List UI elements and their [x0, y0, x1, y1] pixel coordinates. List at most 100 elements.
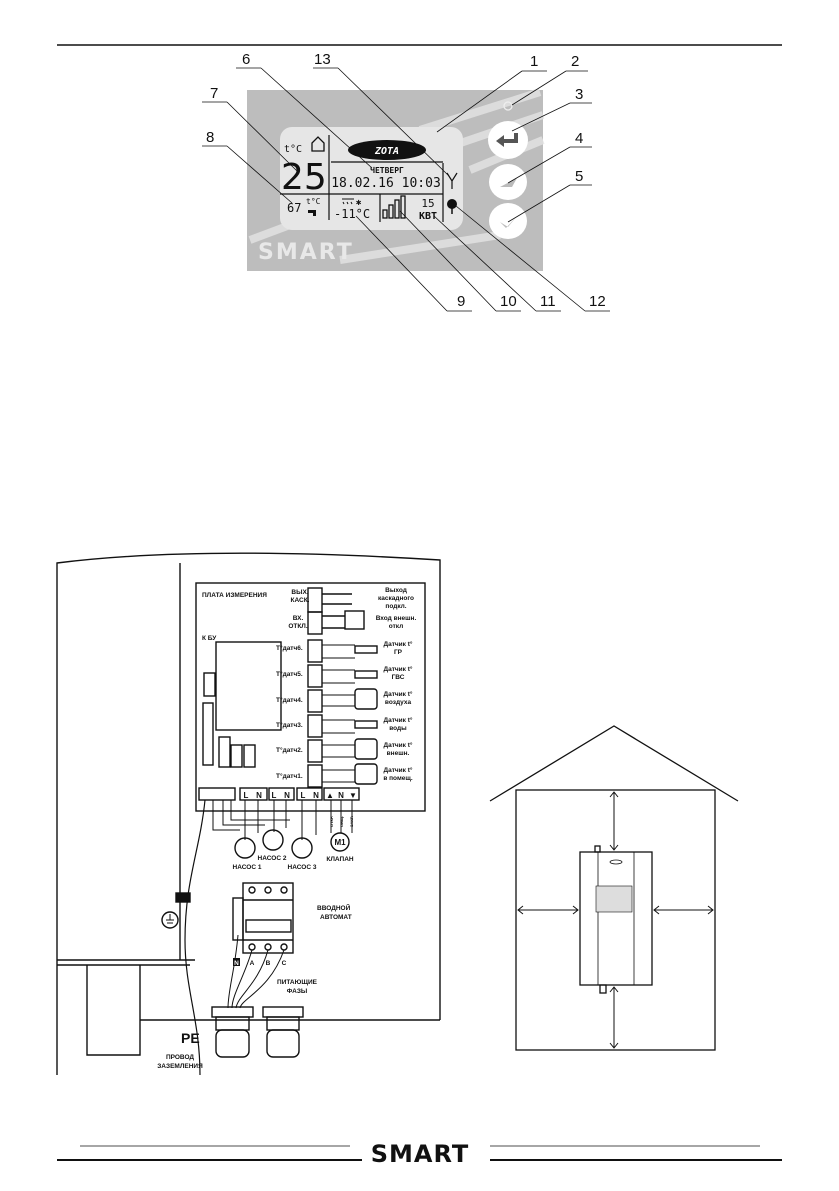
svg-text:C: C [282, 960, 287, 967]
ground-wire-label: ПРОВОД [166, 1054, 194, 1061]
svg-text:Датчик t°: Датчик t° [383, 665, 412, 673]
svg-text:T°датч6.: T°датч6. [276, 644, 303, 652]
callout-10: 10 [500, 293, 517, 310]
power-unit: КВТ [419, 211, 437, 222]
callout-3: 3 [575, 86, 583, 103]
svg-text:ОБЩ.: ОБЩ. [339, 816, 344, 827]
pump-3-label: НАСОС 3 [288, 864, 317, 871]
svg-text:КАСК.: КАСК. [291, 597, 310, 604]
svg-text:Датчик t°: Датчик t° [383, 690, 412, 698]
svg-text:T°датч5.: T°датч5. [276, 670, 303, 678]
power-bars-icon [382, 195, 406, 219]
footer-brand-logo: SMART [371, 1140, 470, 1168]
svg-text:ЗАЗЕМЛЕНИЯ: ЗАЗЕМЛЕНИЯ [157, 1063, 203, 1070]
radiator-icon [342, 198, 354, 205]
callout-1: 1 [530, 53, 538, 70]
svg-text:▲: ▲ [326, 791, 334, 800]
svg-text:Датчик t°: Датчик t° [383, 640, 412, 648]
svg-text:A: A [250, 960, 255, 967]
callout-2: 2 [571, 53, 579, 70]
svg-text:T°датч3.: T°датч3. [276, 721, 303, 729]
motor-label: M1 [334, 838, 346, 847]
svg-text:ОТКР.: ОТКР. [329, 816, 334, 827]
svg-text:▼: ▼ [349, 791, 357, 800]
control-panel-figure: ZOTA t°C 25 ЧЕТВЕРГ 18.02.16 10:03 67 t°… [202, 51, 610, 312]
back-arrow-icon [496, 133, 518, 147]
svg-text:T°датч1.: T°датч1. [276, 772, 303, 780]
down-arrow-icon [500, 216, 517, 228]
pump-1-label: НАСОС 1 [233, 864, 262, 871]
svg-text:N: N [313, 791, 319, 800]
svg-text:L: L [301, 791, 306, 800]
in-off-label: ВХ. [293, 615, 304, 622]
weather-tree-icon [447, 199, 457, 209]
power-indicator-icon [503, 101, 513, 111]
pe-label: PE [181, 1030, 200, 1046]
svg-text:N: N [256, 791, 262, 800]
phase-labels: N A B C [233, 958, 287, 967]
callout-9: 9 [457, 293, 465, 310]
svg-text:ГВС: ГВС [392, 674, 405, 681]
svg-text:Датчик t°: Датчик t° [383, 716, 412, 724]
k-bu-label: К БУ [202, 635, 217, 642]
wiring-diagram [56, 552, 441, 1076]
svg-text:ЗАКР.: ЗАКР. [349, 816, 354, 827]
out-cascade-label: ВЫХ. [291, 589, 308, 596]
valve-label: КЛАПАН [326, 856, 354, 863]
svg-text:внешн.: внешн. [387, 750, 410, 757]
svg-text:N: N [234, 960, 239, 967]
svg-text:N: N [284, 791, 290, 800]
zota-logo [348, 140, 426, 160]
svg-text:T°датч4.: T°датч4. [276, 696, 303, 704]
callout-13: 13 [314, 51, 331, 68]
house-icon [311, 136, 325, 152]
callout-4: 4 [575, 130, 583, 147]
footer: SMART [57, 1140, 782, 1168]
sun-icon: ✱ [356, 198, 362, 208]
up-button[interactable] [489, 164, 527, 200]
water-temp: 67 [287, 201, 301, 215]
svg-text:Датчик t°: Датчик t° [383, 741, 412, 749]
callout-7: 7 [210, 85, 218, 102]
svg-text:ОТКЛ.: ОТКЛ. [288, 623, 308, 630]
svg-text:N: N [338, 791, 344, 800]
svg-text:L: L [244, 791, 249, 800]
room-temp: 25 [281, 157, 327, 198]
svg-text:воды: воды [389, 725, 407, 732]
svg-text:B: B [266, 960, 271, 967]
svg-text:подкл.: подкл. [385, 603, 406, 610]
svg-text:воздуха: воздуха [385, 699, 412, 706]
svg-text:в помещ.: в помещ. [383, 775, 413, 782]
date-time: 18.02.16 10:03 [331, 176, 441, 191]
water-temp-unit: t°C [306, 197, 321, 206]
svg-text:T°датч2.: T°датч2. [276, 746, 303, 754]
out-cascade-desc: Выход [385, 587, 407, 594]
zota-logo-text: ZOTA [374, 146, 399, 157]
svg-text:ФАЗЫ: ФАЗЫ [287, 988, 308, 995]
breaker-label: ВВОДНОЙ [317, 903, 351, 912]
svg-text:ГР: ГР [394, 649, 403, 656]
wiring-labels: ПЛАТА ИЗМЕРЕНИЯ ВЫХ. КАСК. Выход каскадн… [157, 587, 416, 1070]
room-temp-unit: t°C [284, 144, 302, 155]
callout-12: 12 [589, 293, 606, 310]
sensor-labels: T°датч6. Датчик t° ГР T°датч5. Датчик t°… [276, 640, 413, 782]
outdoor-temp: -11°C [334, 207, 370, 221]
in-off-desc: Вход внешн. [376, 615, 417, 622]
power-value: 15 [421, 197, 434, 210]
phases-label: ПИТАЮЩИЕ [277, 979, 318, 986]
svg-text:Датчик t°: Датчик t° [383, 766, 412, 774]
callout-8: 8 [206, 129, 214, 146]
board-title: ПЛАТА ИЗМЕРЕНИЯ [202, 592, 267, 599]
svg-text:АВТОМАТ: АВТОМАТ [320, 914, 352, 921]
tap-icon [308, 210, 316, 216]
svg-text:L: L [272, 791, 277, 800]
callout-5: 5 [575, 168, 583, 185]
down-button[interactable] [489, 203, 527, 239]
callout-11: 11 [540, 293, 556, 310]
terminal-labels: L N L N L N ▲ N ▼ [244, 791, 357, 800]
callout-6: 6 [242, 51, 250, 68]
panel-brand: SMART [258, 240, 354, 265]
svg-text:каскадного: каскадного [378, 595, 414, 602]
day-of-week: ЧЕТВЕРГ [370, 166, 404, 175]
